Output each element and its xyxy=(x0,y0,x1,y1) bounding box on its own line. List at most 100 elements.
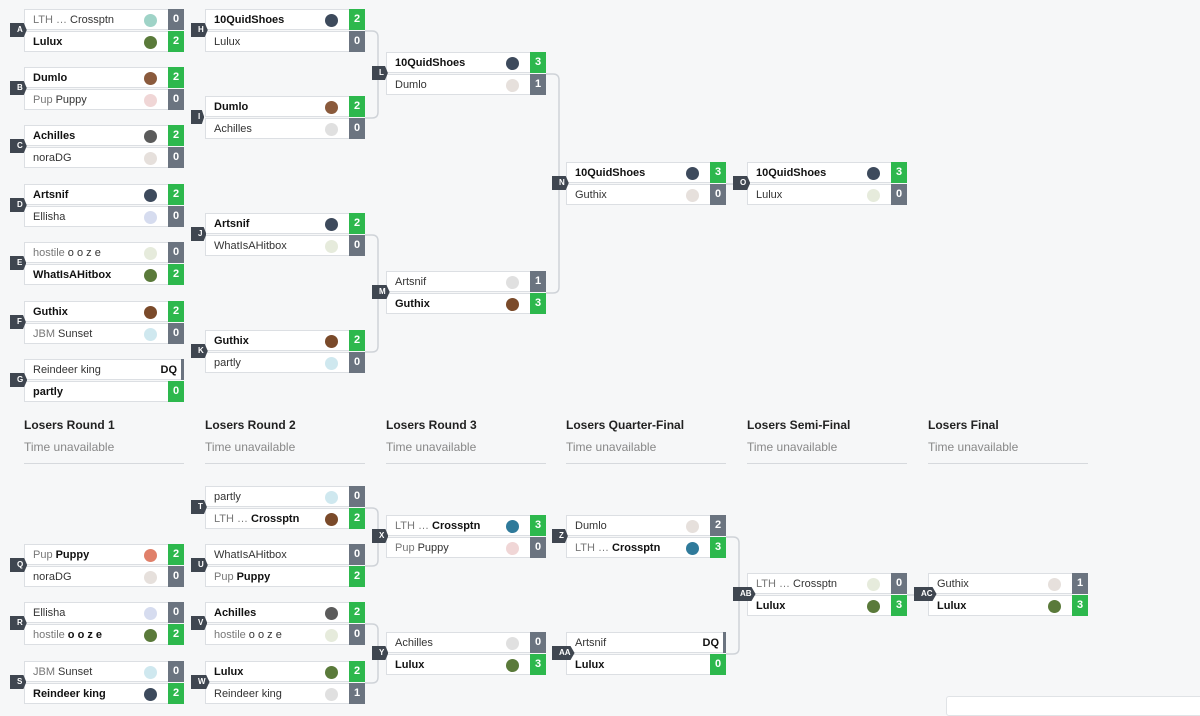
score-badge: 0 xyxy=(891,184,907,205)
player-tag: Guthix xyxy=(395,298,430,310)
player-name: Achilles xyxy=(395,637,433,649)
score-badge: 0 xyxy=(349,235,365,256)
score-badge: 2 xyxy=(349,508,365,529)
match-id-badge: S xyxy=(10,675,27,689)
character-icon xyxy=(686,542,699,555)
character-icon xyxy=(144,306,157,319)
player-tag: Lulux xyxy=(756,600,786,612)
player-tag: 10QuidShoes xyxy=(214,14,285,26)
score-badge: 0 xyxy=(349,352,365,373)
match-id-badge: Q xyxy=(10,558,28,572)
sponsor-prefix: hostile xyxy=(33,629,65,641)
player-name: Dumlo xyxy=(575,520,607,532)
match-id-badge: U xyxy=(191,558,208,572)
